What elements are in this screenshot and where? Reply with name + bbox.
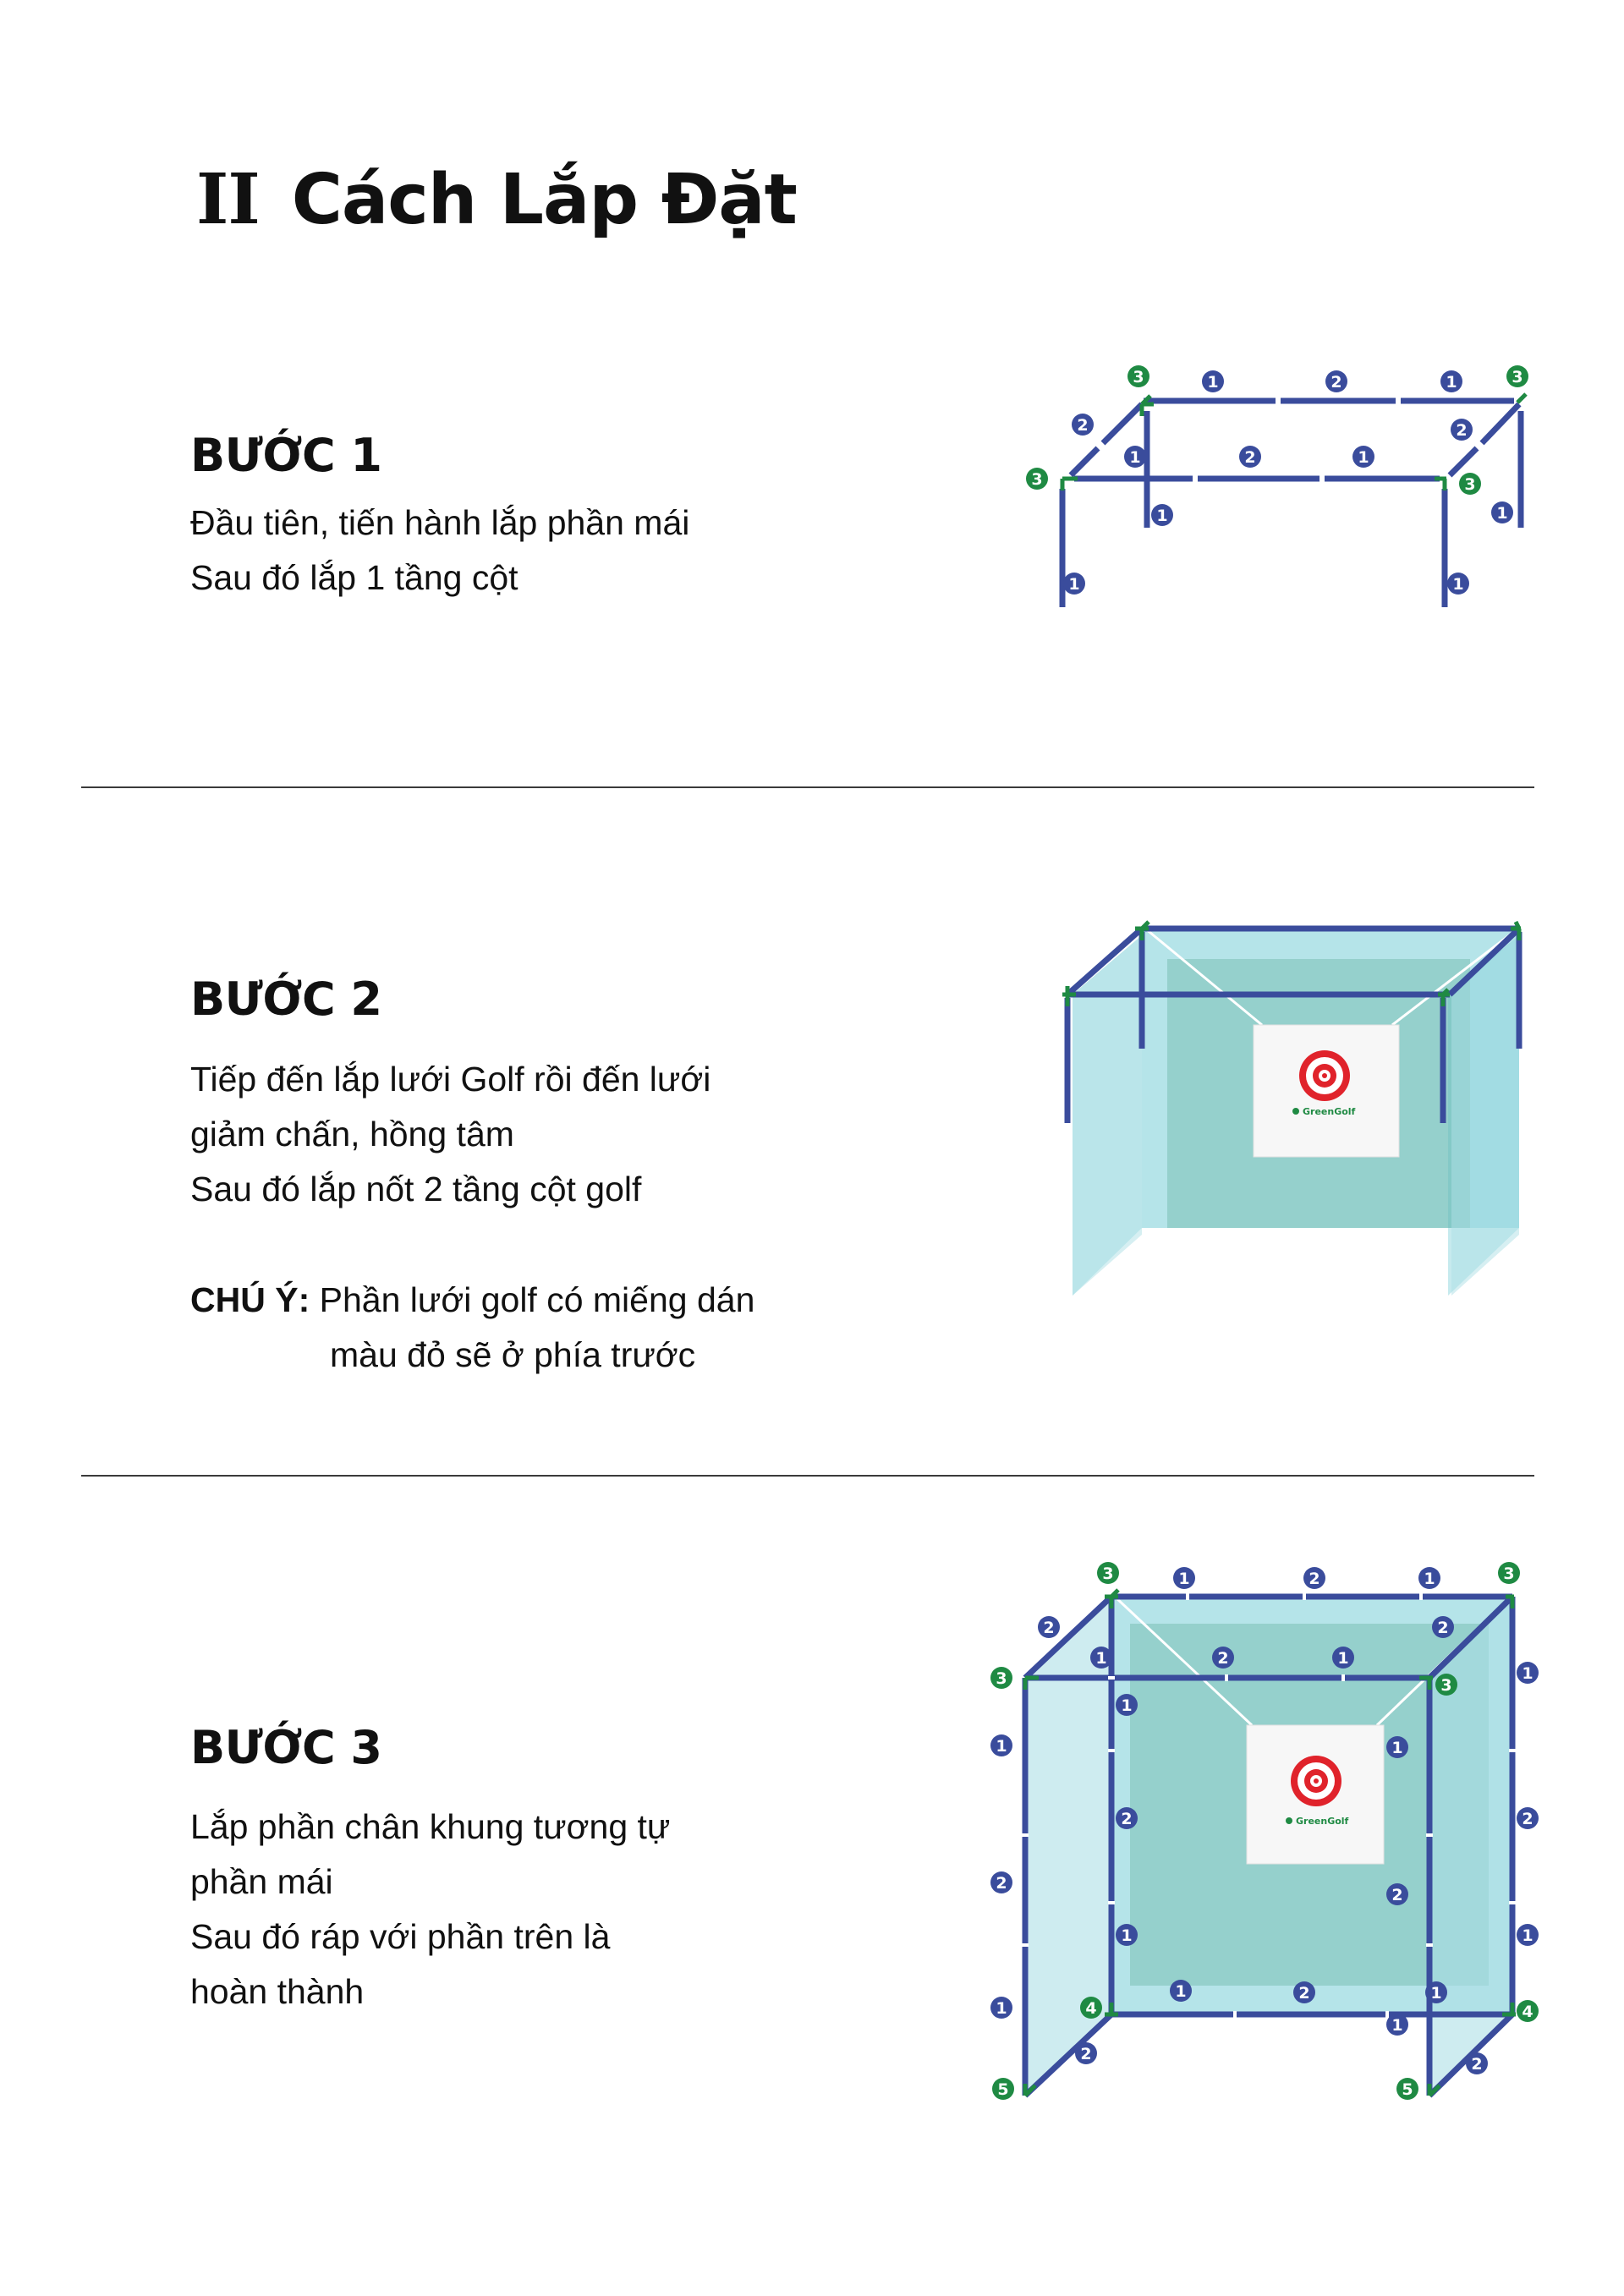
step-3-text: Lắp phần chân khung tương tự phần mái Sa… <box>190 1800 670 2019</box>
step-2-line: giảm chấn, hồng tâm <box>190 1115 514 1153</box>
step-1-line: Đầu tiên, tiến hành lắp phần mái <box>190 503 690 542</box>
step-2-line: Tiếp đến lắp lưới Golf rồi đến lưới <box>190 1060 711 1099</box>
svg-text:3: 3 <box>1102 1564 1113 1583</box>
section-number: II <box>196 159 261 240</box>
step-1-frame-diagram: 3 3 3 3 1 2 1 2 2 1 2 1 1 1 1 1 <box>1026 365 1528 607</box>
svg-text:5: 5 <box>997 2080 1008 2099</box>
step-2-text: Tiếp đến lắp lưới Golf rồi đến lưới giảm… <box>190 1052 710 1217</box>
svg-text:4: 4 <box>1085 1999 1096 2018</box>
svg-text:2: 2 <box>1456 421 1467 440</box>
svg-text:1: 1 <box>1391 1739 1402 1757</box>
svg-text:2: 2 <box>1391 1886 1402 1904</box>
svg-text:3: 3 <box>1503 1564 1514 1583</box>
svg-text:1: 1 <box>1522 1926 1533 1945</box>
svg-text:1: 1 <box>1446 373 1457 392</box>
svg-text:1: 1 <box>1121 1926 1132 1945</box>
svg-text:3: 3 <box>1031 470 1042 489</box>
svg-text:1: 1 <box>1175 1982 1186 2001</box>
svg-text:2: 2 <box>1077 416 1088 435</box>
step-3-title: BƯỚC 3 <box>190 1721 382 1774</box>
svg-text:2: 2 <box>1217 1649 1228 1668</box>
svg-text:1: 1 <box>996 1999 1007 2018</box>
step-3-complete-diagram: GreenGolf 3 3 3 3 4 4 5 5 1 2 1 2 2 1 2 … <box>990 1562 1539 2100</box>
svg-text:1: 1 <box>1068 575 1079 594</box>
svg-text:1: 1 <box>1496 504 1507 523</box>
svg-text:3: 3 <box>1440 1676 1451 1695</box>
brand-logo-icon <box>1286 1817 1292 1824</box>
step-2-note: CHÚ Ý: Phần lưới golf có miếng dán màu đ… <box>190 1273 754 1383</box>
step-2-title: BƯỚC 2 <box>190 973 382 1026</box>
svg-text:1: 1 <box>1391 2016 1402 2035</box>
step-2-net-diagram: GreenGolf <box>1062 920 1522 1296</box>
section-divider <box>81 786 1534 788</box>
target-brand: GreenGolf <box>1303 1106 1356 1117</box>
svg-text:3: 3 <box>1464 475 1475 494</box>
target-brand: GreenGolf <box>1296 1816 1349 1827</box>
svg-text:2: 2 <box>1043 1619 1054 1637</box>
step-2-line: Sau đó lắp nốt 2 tầng cột golf <box>190 1170 642 1208</box>
section-title: Cách Lắp Đặt <box>291 160 798 240</box>
svg-text:1: 1 <box>1129 448 1140 467</box>
step-3-line: phần mái <box>190 1862 333 1901</box>
step-1-title: BƯỚC 1 <box>190 429 382 482</box>
step-1-line: Sau đó lắp 1 tầng cột <box>190 558 518 597</box>
svg-text:1: 1 <box>1095 1649 1106 1668</box>
svg-text:1: 1 <box>1337 1649 1348 1668</box>
svg-text:2: 2 <box>996 1874 1007 1893</box>
svg-text:1: 1 <box>1452 575 1463 594</box>
svg-text:2: 2 <box>1309 1570 1320 1588</box>
step-3-line: Lắp phần chân khung tương tự <box>190 1807 671 1846</box>
svg-text:1: 1 <box>996 1737 1007 1756</box>
svg-text:4: 4 <box>1522 2003 1533 2021</box>
svg-text:2: 2 <box>1522 1810 1533 1828</box>
svg-text:2: 2 <box>1080 2045 1091 2063</box>
svg-text:2: 2 <box>1437 1619 1448 1637</box>
note-line: màu đỏ sẽ ở phía trước <box>330 1335 696 1374</box>
svg-text:1: 1 <box>1156 507 1167 525</box>
svg-text:2: 2 <box>1121 1810 1132 1828</box>
svg-text:3: 3 <box>1133 368 1144 386</box>
step-3-line: Sau đó ráp với phần trên là <box>190 1917 611 1956</box>
svg-text:2: 2 <box>1471 2055 1482 2074</box>
svg-text:3: 3 <box>996 1669 1007 1688</box>
svg-text:1: 1 <box>1178 1570 1189 1588</box>
svg-text:3: 3 <box>1512 368 1522 386</box>
svg-text:1: 1 <box>1430 1984 1441 2003</box>
svg-text:1: 1 <box>1424 1570 1435 1588</box>
svg-text:5: 5 <box>1402 2080 1413 2099</box>
note-line: Phần lưới golf có miếng dán <box>319 1280 755 1319</box>
brand-logo-icon <box>1292 1108 1299 1115</box>
svg-text:1: 1 <box>1207 373 1218 392</box>
step-1-text: Đầu tiên, tiến hành lắp phần mái Sau đó … <box>190 496 689 606</box>
svg-text:1: 1 <box>1121 1696 1132 1715</box>
step-3-line: hoàn thành <box>190 1972 365 2011</box>
note-label: CHÚ Ý: <box>190 1280 310 1319</box>
svg-text:2: 2 <box>1298 1984 1309 2003</box>
svg-text:2: 2 <box>1330 373 1341 392</box>
section-divider <box>81 1475 1534 1477</box>
svg-text:1: 1 <box>1522 1664 1533 1683</box>
svg-text:2: 2 <box>1244 448 1255 467</box>
svg-text:1: 1 <box>1358 448 1369 467</box>
